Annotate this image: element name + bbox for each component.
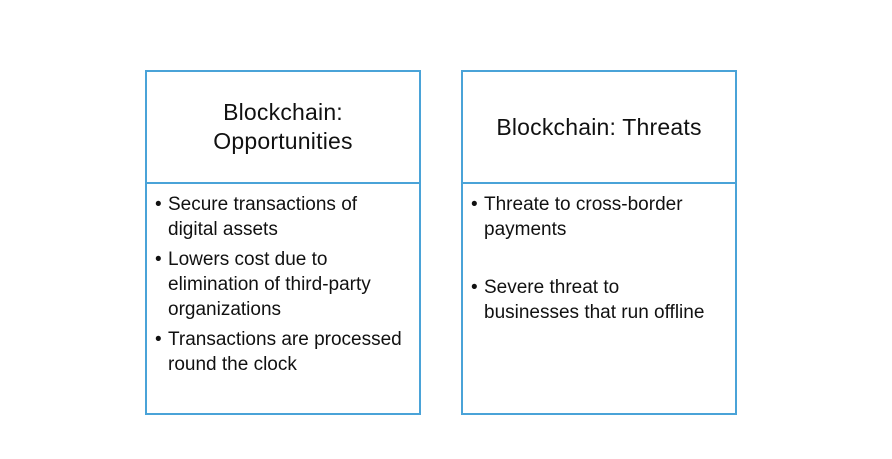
threats-title: Blockchain: Threats	[496, 113, 702, 140]
threats-body: Threate to cross-border payments Severe …	[463, 184, 735, 325]
opportunity-item: Lowers cost due to elimination of third-…	[155, 247, 403, 322]
threats-card: Blockchain: Threats Threate to cross-bor…	[461, 70, 737, 415]
opportunity-item: Secure transactions of digital assets	[155, 192, 403, 242]
threats-list: Threate to cross-border payments Severe …	[471, 192, 719, 325]
opportunity-item: Transactions are processed round the clo…	[155, 327, 403, 377]
opportunities-card: Blockchain: Opportunities Secure transac…	[145, 70, 421, 415]
opportunities-title: Blockchain: Opportunities	[213, 99, 353, 154]
opportunities-header: Blockchain: Opportunities	[147, 72, 419, 184]
threats-header: Blockchain: Threats	[463, 72, 735, 184]
opportunities-body: Secure transactions of digital assets Lo…	[147, 184, 419, 377]
threat-item: Severe threat to businesses that run off…	[471, 275, 719, 325]
opportunities-list: Secure transactions of digital assets Lo…	[155, 192, 403, 377]
threat-item: Threate to cross-border payments	[471, 192, 719, 242]
